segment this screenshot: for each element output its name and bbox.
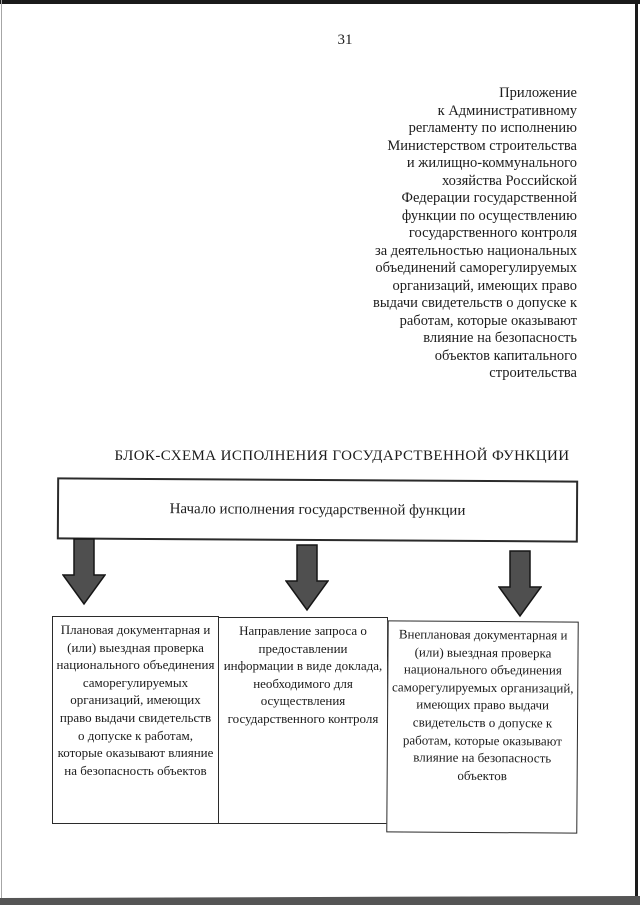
flowchart-branch-planned-inspection: Плановая документарная и (или) выездная … xyxy=(52,616,219,824)
flowchart-start-box-label: Начало исполнения государственной функци… xyxy=(169,500,466,519)
flowchart-branch-unplanned-inspection: Внеплановая документарная и (или) выездн… xyxy=(386,620,579,834)
page-number: 31 xyxy=(337,32,353,48)
scan-artifact-left-line xyxy=(1,0,2,905)
flowchart-branch-information-request: Направление запроса о предоставлении инф… xyxy=(218,617,388,824)
down-arrow-icon xyxy=(285,544,329,612)
down-arrow-icon xyxy=(62,538,106,606)
appendix-note: Приложение к Административному регламент… xyxy=(373,85,577,381)
flowchart-start-box: Начало исполнения государственной функци… xyxy=(56,477,579,543)
scan-artifact-bottom-bar xyxy=(0,895,640,905)
scan-artifact-right-line xyxy=(635,0,638,905)
scan-artifact-top-bar xyxy=(0,0,640,4)
down-arrow-icon xyxy=(498,550,542,618)
flowchart-title: БЛОК-СХЕМА ИСПОЛНЕНИЯ ГОСУДАРСТВЕННОЙ ФУ… xyxy=(114,448,570,464)
